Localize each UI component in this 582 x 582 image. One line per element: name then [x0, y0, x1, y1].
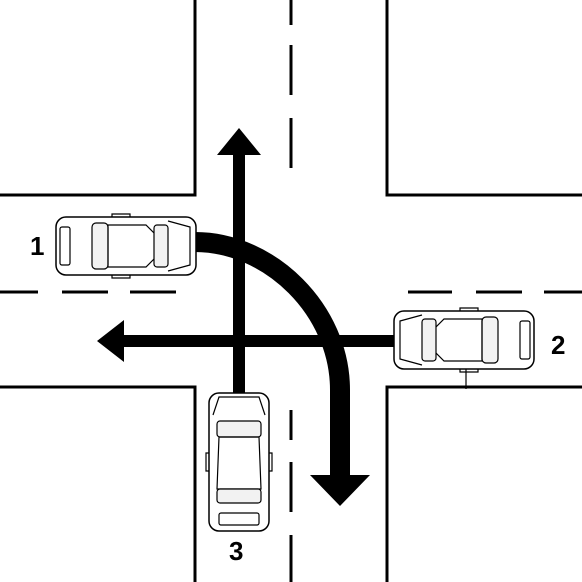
curb-top-left [0, 0, 197, 197]
car-1-label: 1 [30, 231, 44, 261]
curb-top-right [385, 0, 582, 197]
car-3 [205, 392, 273, 532]
path-car-2-shaft [120, 335, 395, 347]
car-1 [55, 213, 197, 279]
path-car-1-curve [194, 232, 350, 480]
arrow-head-south-icon [310, 475, 370, 506]
path-car-3-shaft [233, 150, 245, 395]
arrow-head-west-icon [97, 320, 124, 362]
car-2-label: 2 [551, 330, 565, 360]
curb-bottom-right [385, 385, 582, 582]
curb-bottom-left [0, 385, 197, 582]
trajectory-arrows [97, 128, 395, 506]
car-2 [393, 307, 535, 389]
car-3-label: 3 [229, 536, 243, 566]
arrow-head-north-icon [217, 128, 261, 155]
